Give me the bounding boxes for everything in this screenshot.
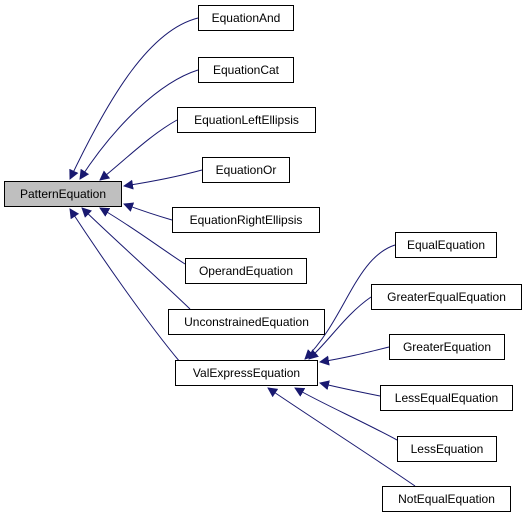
edge-lessequation <box>294 387 398 441</box>
node-less-equal-equation[interactable]: LessEqualEquation <box>380 385 513 411</box>
inheritance-edges <box>69 17 416 487</box>
edge-greaterequalequation <box>308 296 372 360</box>
node-equal-equation[interactable]: EqualEquation <box>395 232 497 258</box>
edge-notequalequation <box>267 387 416 487</box>
node-val-express-equation[interactable]: ValExpressEquation <box>175 360 318 386</box>
edge-unconstrainedequation <box>81 207 191 310</box>
edge-equationrightellipsis <box>123 202 173 221</box>
edge-equationor <box>123 169 203 190</box>
node-equation-left-ellipsis[interactable]: EquationLeftEllipsis <box>177 107 316 133</box>
node-unconstrained-equation[interactable]: UnconstrainedEquation <box>168 309 325 335</box>
node-not-equal-equation[interactable]: NotEqualEquation <box>382 486 511 512</box>
node-greater-equal-equation[interactable]: GreaterEqualEquation <box>371 284 522 310</box>
edge-equationleftellipsis <box>99 119 178 181</box>
node-pattern-equation: PatternEquation <box>4 181 122 207</box>
node-equation-right-ellipsis[interactable]: EquationRightEllipsis <box>172 207 320 233</box>
node-less-equation[interactable]: LessEquation <box>397 436 497 462</box>
edge-equationcat <box>79 69 199 180</box>
node-operand-equation[interactable]: OperandEquation <box>185 258 307 284</box>
edge-operandequation <box>99 207 186 265</box>
edge-greaterequation <box>319 346 390 366</box>
edge-equationand <box>69 17 199 180</box>
node-equation-or[interactable]: EquationOr <box>202 157 290 183</box>
node-equation-cat[interactable]: EquationCat <box>198 57 294 83</box>
node-equation-and[interactable]: EquationAnd <box>198 5 294 31</box>
edge-valexpressequation <box>69 208 181 363</box>
node-greater-equation[interactable]: GreaterEquation <box>389 334 505 360</box>
edge-lessequalequation <box>319 380 381 397</box>
edge-equalequation <box>304 244 396 360</box>
